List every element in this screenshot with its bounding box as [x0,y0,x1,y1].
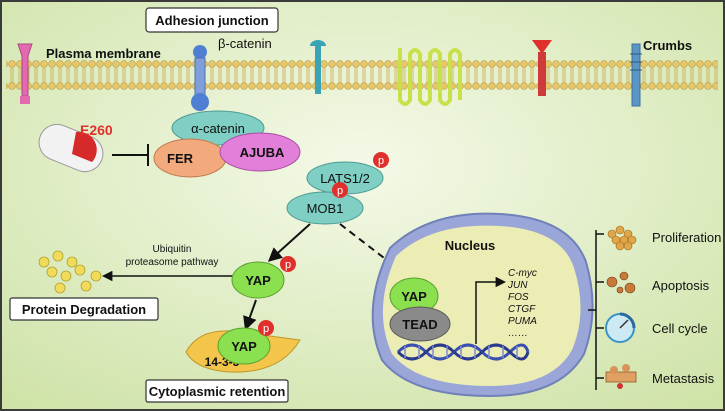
gene-label: JUN [507,280,528,291]
gene-label: C-myc [508,268,537,279]
cytoplasmic-retention-callout: Cytoplasmic retention [145,379,289,403]
mob1-label: MOB1 [307,201,344,216]
degraded-fragments-icon [38,250,102,294]
gene-label: FOS [508,292,529,303]
e260-capsule-icon [38,123,104,173]
yap-retained-phospho-badge [258,320,274,336]
receptor-teal-icon [310,40,326,94]
outcome-proliferation-label: Proliferation [652,230,721,245]
lats-phospho-badge [373,152,389,168]
lats-phospho-label: p [378,155,384,167]
plasma-membrane [6,60,718,90]
yap-phospho-badge [280,256,296,272]
outcome-cell-cycle-label: Cell cycle [652,321,708,336]
mob1-phospho-label: p [337,185,343,197]
ubiquitin-label-line1: Ubiquitin [153,244,192,255]
tead-label: TEAD [402,317,437,332]
yap-retained-label: YAP [231,339,257,354]
gene-label: CTGF [508,304,536,315]
lats-label: LATS1/2 [320,171,370,186]
dna-helix-icon [396,343,530,361]
protein-degradation-callout: Protein Degradation [9,297,159,321]
outcome-labels: Proliferation Apoptosis Cell cycle Metas… [652,230,721,386]
metastasis-icon [605,364,637,389]
cell-cycle-icon [605,312,636,343]
target-gene-list: C-myc JUN FOS CTGF PUMA …… [507,268,537,339]
proliferation-icon [607,225,637,251]
yap-cytoplasm-node [231,261,285,299]
e260-label: E260 [80,122,113,138]
yap-retained-phospho-label: p [263,323,269,335]
yap-cytoplasm-label: YAP [245,273,271,288]
yap-phospho-label: p [285,259,291,271]
gene-label: …… [508,328,528,339]
mob1-phospho-badge [332,182,348,198]
outcome-apoptosis-label: Apoptosis [652,278,710,293]
receptor-red-icon [532,40,552,96]
fer-label: FER [167,151,194,166]
yap-retained-node [217,327,271,365]
adhesion-junction-callout: Adhesion junction [145,7,279,33]
ubiquitin-label-line2: proteasome pathway [126,257,219,268]
multipass-protein-icon [398,48,462,106]
cytoplasmic-retention-label: Cytoplasmic retention [149,384,286,399]
plasma-membrane-label: Plasma membrane [46,46,161,61]
tead-node [389,306,451,342]
arrow-mob1-to-yap [267,223,311,262]
inhibition-arrow [112,144,149,166]
arrow-yap-to-retention [243,299,257,331]
adhesion-junction-label: Adhesion junction [155,13,268,28]
beta-catenin-label: β-catenin [218,36,272,51]
apoptosis-icon [606,271,636,294]
nucleus-label: Nucleus [445,238,496,253]
alpha-catenin-label: α-catenin [191,121,245,136]
crumbs-protein-icon [630,43,642,107]
outcome-metastasis-label: Metastasis [652,371,715,386]
protein-degradation-label: Protein Degradation [22,302,146,317]
beta-catenin-protein-icon [191,45,209,111]
transcription-arrow [475,276,507,344]
ajuba-node [219,132,301,172]
yap-nuclear-label: YAP [401,289,427,304]
crumbs-label: Crumbs [643,38,692,53]
mob1-node [286,191,364,225]
gene-label: PUMA [508,316,537,327]
receptor-pink-icon [17,43,33,104]
outcome-bracket [588,230,604,390]
ajuba-label: AJUBA [240,145,285,160]
